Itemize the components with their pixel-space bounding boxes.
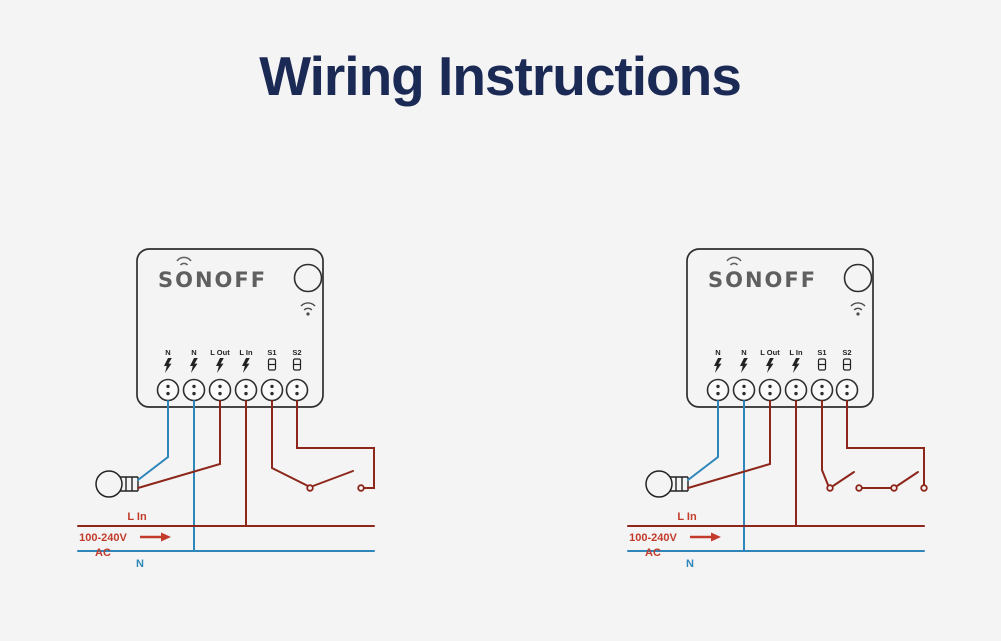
- live-line-label: L In: [677, 511, 697, 523]
- wire-s2-to-switch: [296, 400, 375, 489]
- wire-s1-to-switch: [271, 400, 309, 487]
- neutral-line-label: N: [136, 558, 144, 570]
- bulb-icon: [645, 470, 689, 498]
- wire-neutral-to-bulb: [687, 400, 719, 481]
- switch2-contact-right: [920, 484, 928, 492]
- switch1-contact-left: [826, 484, 834, 492]
- switch2-lever: [896, 471, 919, 487]
- live-arrow-head: [711, 532, 721, 542]
- wire-lout-to-bulb: [137, 400, 221, 489]
- diagram-dual-switch: L In 100-240V AC N: [627, 249, 928, 570]
- wire-s1-to-switch: [821, 400, 829, 486]
- sonoff-device: [137, 249, 323, 407]
- switch2-contact-left: [890, 484, 898, 492]
- sonoff-device: [687, 249, 873, 407]
- wire-neutral-to-bulb: [137, 400, 169, 481]
- ac-label: AC: [645, 547, 661, 559]
- diagram-single-switch: L In 100-240V AC N: [77, 249, 375, 570]
- switch1-lever: [832, 471, 855, 487]
- wire-lout-to-bulb: [687, 400, 771, 489]
- switch-contact-left: [306, 484, 314, 492]
- switch-lever: [312, 470, 354, 487]
- voltage-label: 100-240V: [629, 532, 677, 544]
- neutral-line-label: N: [686, 558, 694, 570]
- ac-label: AC: [95, 547, 111, 559]
- voltage-label: 100-240V: [79, 532, 127, 544]
- switch-contact-right: [357, 484, 365, 492]
- page-title: Wiring Instructions: [259, 45, 741, 107]
- live-line-label: L In: [127, 511, 147, 523]
- wire-s2-to-switch: [846, 400, 925, 486]
- live-arrow-head: [161, 532, 171, 542]
- bulb-icon: [95, 470, 139, 498]
- switch1-contact-right: [855, 484, 863, 492]
